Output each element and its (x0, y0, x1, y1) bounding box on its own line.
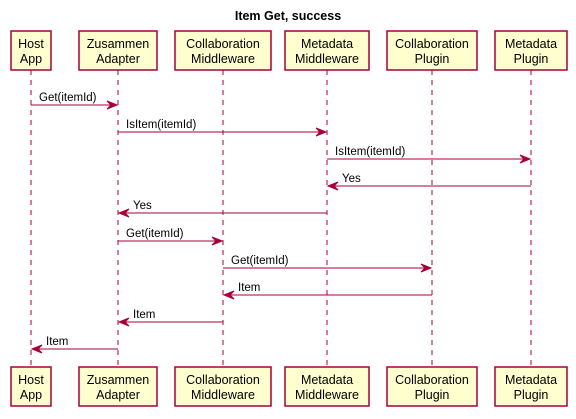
message-label: IsItem(itemId) (126, 119, 196, 131)
message-arrowhead (211, 236, 224, 246)
participant-box (494, 30, 568, 71)
message-label: Yes (342, 173, 361, 185)
message-label: Item (46, 336, 68, 348)
participant-box (284, 30, 370, 71)
participant-label-line1: Metadata (301, 37, 353, 51)
message-1: Get(itemId) (31, 92, 119, 110)
message-label: Get(itemId) (126, 228, 184, 240)
message-2: IsItem(itemId) (118, 119, 328, 137)
participant-box (494, 366, 568, 407)
participant-label-line1: Metadata (505, 373, 557, 387)
messages: Get(itemId) IsItem(itemId) IsItem(itemId) Y… (30, 92, 532, 354)
message-label: Item (238, 282, 260, 294)
message-4: Yes (326, 173, 531, 191)
participant-label-line2: Middleware (295, 52, 359, 66)
message-label: Get(itemId) (231, 255, 289, 267)
participant-box (386, 366, 478, 407)
participant-box (78, 30, 158, 71)
participant-label-line2: App (20, 388, 42, 402)
participant-boxes-bottom: HostAppZusammenAdapterCollaborationMiddl… (10, 366, 568, 407)
message-arrowhead (222, 290, 235, 300)
message-arrowhead (420, 263, 433, 273)
message-5: Yes (117, 200, 327, 218)
message-label: Item (133, 309, 155, 321)
message-8: Item (222, 282, 432, 300)
participant-label-line1: Collaboration (395, 373, 469, 387)
message-arrowhead (315, 127, 328, 137)
participant-box (174, 366, 272, 407)
message-7: Get(itemId) (223, 255, 433, 273)
participant-label-line1: Host (18, 373, 44, 387)
diagram-title: Item Get, success (235, 9, 341, 23)
participant-label-line1: Collaboration (186, 373, 260, 387)
participant-label-line1: Host (18, 37, 44, 51)
participant-box (10, 30, 52, 71)
participant-label-line2: Plugin (514, 52, 549, 66)
participant-label-line1: Metadata (301, 373, 353, 387)
message-arrowhead (519, 154, 532, 164)
message-arrowhead (117, 317, 130, 327)
message-label: IsItem(itemId) (335, 146, 405, 158)
participant-label-line2: Middleware (191, 52, 255, 66)
participant-label-line1: Zusammen (87, 37, 150, 51)
participant-label-line2: App (20, 52, 42, 66)
participant-box (386, 30, 478, 71)
participant-label-line2: Middleware (191, 388, 255, 402)
participant-label-line2: Plugin (415, 52, 450, 66)
participant-box (10, 366, 52, 407)
participant-label-line1: Metadata (505, 37, 557, 51)
message-3: IsItem(itemId) (327, 146, 532, 164)
message-arrowhead (117, 208, 130, 218)
participant-box (78, 366, 158, 407)
message-label: Get(itemId) (39, 92, 97, 104)
participant-boxes-top: HostAppZusammenAdapterCollaborationMiddl… (10, 30, 568, 71)
message-9: Item (117, 309, 223, 327)
participant-box (174, 30, 272, 71)
participant-box (284, 366, 370, 407)
message-10: Item (30, 336, 118, 354)
message-6: Get(itemId) (118, 228, 224, 246)
participant-label-line2: Adapter (96, 388, 140, 402)
participant-label-line1: Collaboration (186, 37, 260, 51)
message-arrowhead (106, 100, 119, 110)
message-arrowhead (30, 344, 43, 354)
participant-label-line2: Adapter (96, 52, 140, 66)
participant-label-line2: Middleware (295, 388, 359, 402)
message-arrowhead (326, 181, 339, 191)
participant-label-line2: Plugin (514, 388, 549, 402)
lifelines (30, 70, 532, 367)
participant-label-line1: Zusammen (87, 373, 150, 387)
participant-label-line2: Plugin (415, 388, 450, 402)
message-label: Yes (133, 200, 152, 212)
participant-label-line1: Collaboration (395, 37, 469, 51)
